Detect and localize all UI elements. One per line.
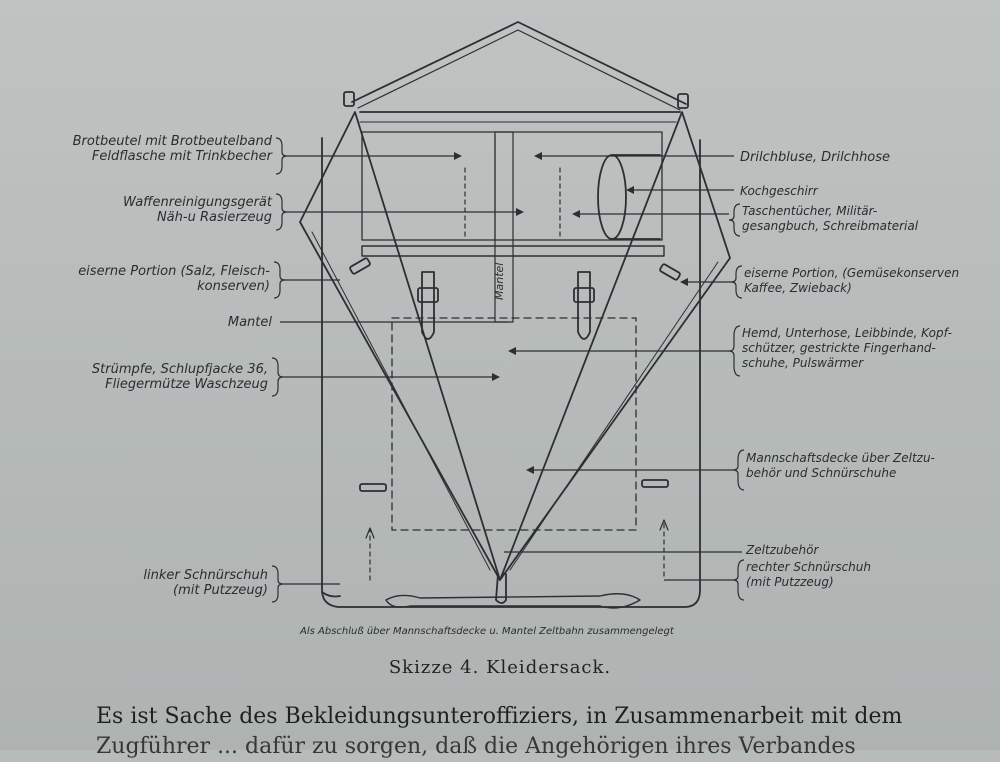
figure-caption: Skizze 4. Kleidersack. [388,657,612,678]
body-line-2: Zugführer ... dafür zu sorgen, daß die A… [96,734,856,759]
left-flap-strap [421,271,435,340]
label-kochgeschirr: Kochgeschirr [740,184,818,198]
upper-compartment [361,131,663,241]
label-hemd: Hemd, Unterhose, Leibbinde, Kopf-schütze… [742,326,952,370]
lower-compartment-dashed [391,317,637,531]
hanging-strap [351,21,687,105]
label-mannschaftsdecke: Mannschaftsdecke über Zeltzu-behör und S… [746,451,935,480]
right-flap-strap [577,271,591,340]
label-mantel: Mantel [227,315,272,330]
bag-body-outline [321,137,701,608]
kochgeschirr-cylinder [597,154,627,240]
label-struempfe: Strümpfe, Schlupfjacke 36,Fliegermütze W… [91,362,268,392]
label-rechter-schnuerschuh: rechter Schnürschuh(mit Putzzeug) [746,560,871,589]
label-drilch: Drilchbluse, Drilchhose [740,150,891,165]
label-eiserne-portion-links: eiserne Portion (Salz, Fleisch-konserven… [78,264,270,294]
right-strap-buckle [677,93,689,109]
left-side-panel [299,111,501,581]
drawing-subcaption: Als Abschluß über Mannschaftsdecke u. Ma… [300,626,674,637]
label-linker-schnuerschuh: linker Schnürschuh(mit Putzzeug) [143,568,268,598]
body-paragraph: Es ist Sache des Bekleidungsunteroffizie… [96,702,966,762]
left-strap-buckle [343,91,355,107]
label-zeltzubehoer: Zeltzubehör [746,543,819,557]
body-line-1: Es ist Sache des Bekleidungsunteroffizie… [96,704,903,729]
label-taschentuecher: Taschentücher, Militär-gesangbuch, Schre… [742,204,919,233]
mantel-inner-label: Mantel [493,263,506,300]
bottom-zeltbahn [385,593,641,609]
right-side-panel [499,111,731,581]
center-toggle [495,573,507,604]
bag-flap [361,245,665,257]
